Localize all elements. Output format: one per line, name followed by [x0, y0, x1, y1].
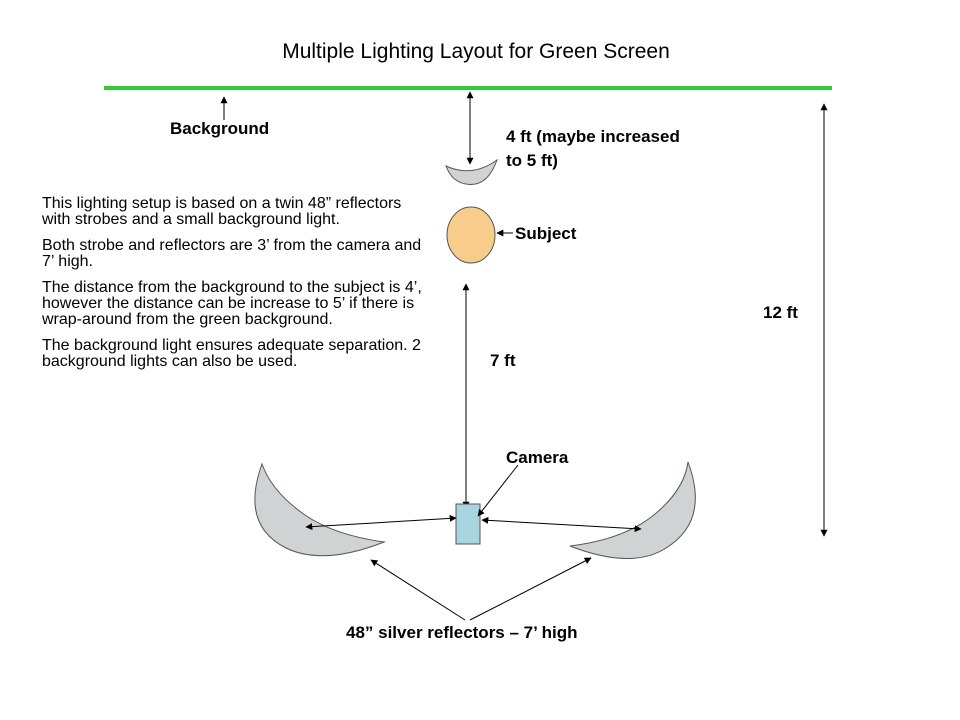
description-paragraph: The distance from the background to the …: [42, 279, 422, 328]
subject-oval: [446, 206, 496, 264]
reflectors-label: 48” silver reflectors – 7’ high: [346, 623, 578, 642]
four-ft-label-line2: to 5 ft): [506, 151, 558, 170]
setup-description: This lighting setup is based on a twin 4…: [42, 196, 432, 380]
left-reflector: [254, 462, 386, 557]
camera-label: Camera: [506, 448, 569, 467]
reflector-label-right-arrow: [469, 557, 592, 621]
camera-right-reflector-arrow: [481, 516, 642, 533]
seven-ft-label: 7 ft: [490, 351, 516, 370]
subject-label: Subject: [515, 224, 577, 243]
background-light: [445, 158, 499, 185]
camera-left-reflector-arrow: [305, 514, 457, 531]
background-label: Background: [170, 119, 270, 138]
four-ft-label-line1: 4 ft (maybe increased: [506, 127, 680, 146]
description-paragraph: This lighting setup is based on a twin 4…: [42, 195, 402, 228]
reflector-label-left-arrow: [370, 559, 466, 621]
diagram-title: Multiple Lighting Layout for Green Scree…: [282, 40, 670, 63]
twelve-ft-label: 12 ft: [763, 303, 798, 322]
camera-pointer-arrow: [477, 464, 519, 517]
description-paragraph: The background light ensures adequate se…: [42, 337, 421, 370]
description-paragraph: Both strobe and reflectors are 3’ from t…: [42, 237, 422, 270]
camera-box: [455, 503, 481, 545]
right-reflector: [569, 461, 696, 559]
